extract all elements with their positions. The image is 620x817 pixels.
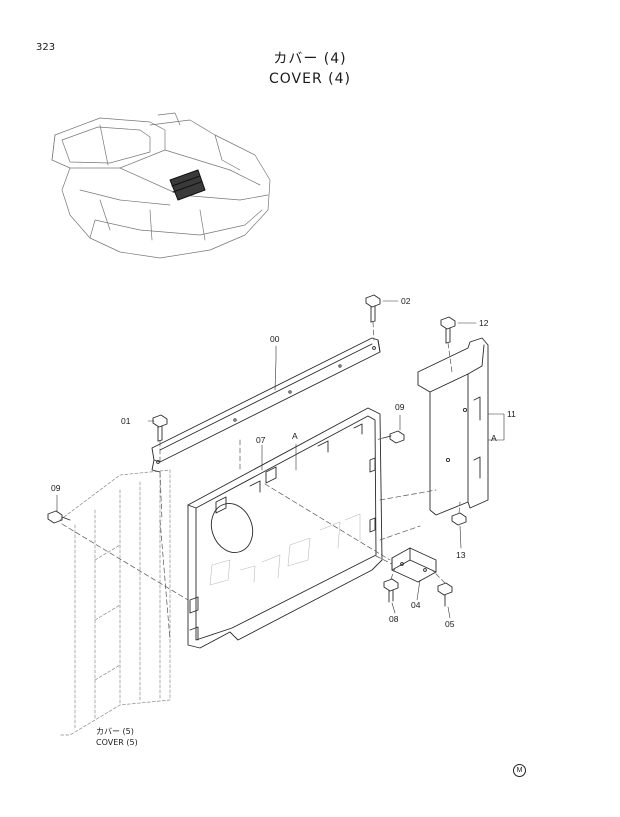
part-label-01: 01: [121, 416, 131, 426]
part-label-08: 08: [389, 614, 399, 624]
page-number: 323: [36, 42, 56, 53]
title-japanese: カバー (4): [273, 51, 347, 67]
circled-m-mark: M: [513, 764, 526, 777]
machine-overview-sketch: [51, 112, 271, 259]
bolt-13: [451, 512, 467, 526]
reference-label-a-panel: A: [292, 431, 298, 441]
reference-label-a-side: A: [491, 433, 497, 443]
part-label-11: 11: [507, 409, 516, 419]
part-label-13: 13: [456, 550, 466, 560]
part-label-12: 12: [479, 318, 489, 328]
cross-reference-english: COVER (5): [96, 738, 138, 747]
main-cover-panel: [187, 407, 383, 649]
part-label-09-upper: 09: [395, 402, 405, 412]
bolt-12: [440, 316, 456, 344]
top-rail-bracket-00: [151, 337, 381, 473]
bolt-02: [365, 294, 381, 323]
part-label-09-left: 09: [51, 483, 61, 493]
part-label-05: 05: [445, 619, 455, 629]
part-label-00: 00: [270, 334, 280, 344]
title-english: COVER (4): [269, 71, 351, 87]
bolt-01: [152, 414, 168, 442]
highlighted-cover-location: [169, 169, 206, 201]
bolt-09-left: [47, 510, 71, 524]
bolt-08: [383, 578, 399, 603]
panel-faded-markings: [209, 513, 361, 586]
part-label-04: 04: [411, 600, 421, 610]
part-label-02: 02: [401, 296, 411, 306]
small-bracket-04: [391, 547, 437, 583]
bolt-05: [437, 582, 453, 607]
left-frame-structure: [59, 469, 171, 736]
bolt-09-upper: [382, 430, 405, 444]
cross-reference-japanese: カバー (5): [96, 727, 134, 736]
leader-lines: [56, 300, 505, 619]
part-label-07: 07: [256, 435, 266, 445]
assembly-lines: [61, 321, 461, 641]
side-panel-11: [417, 337, 489, 516]
